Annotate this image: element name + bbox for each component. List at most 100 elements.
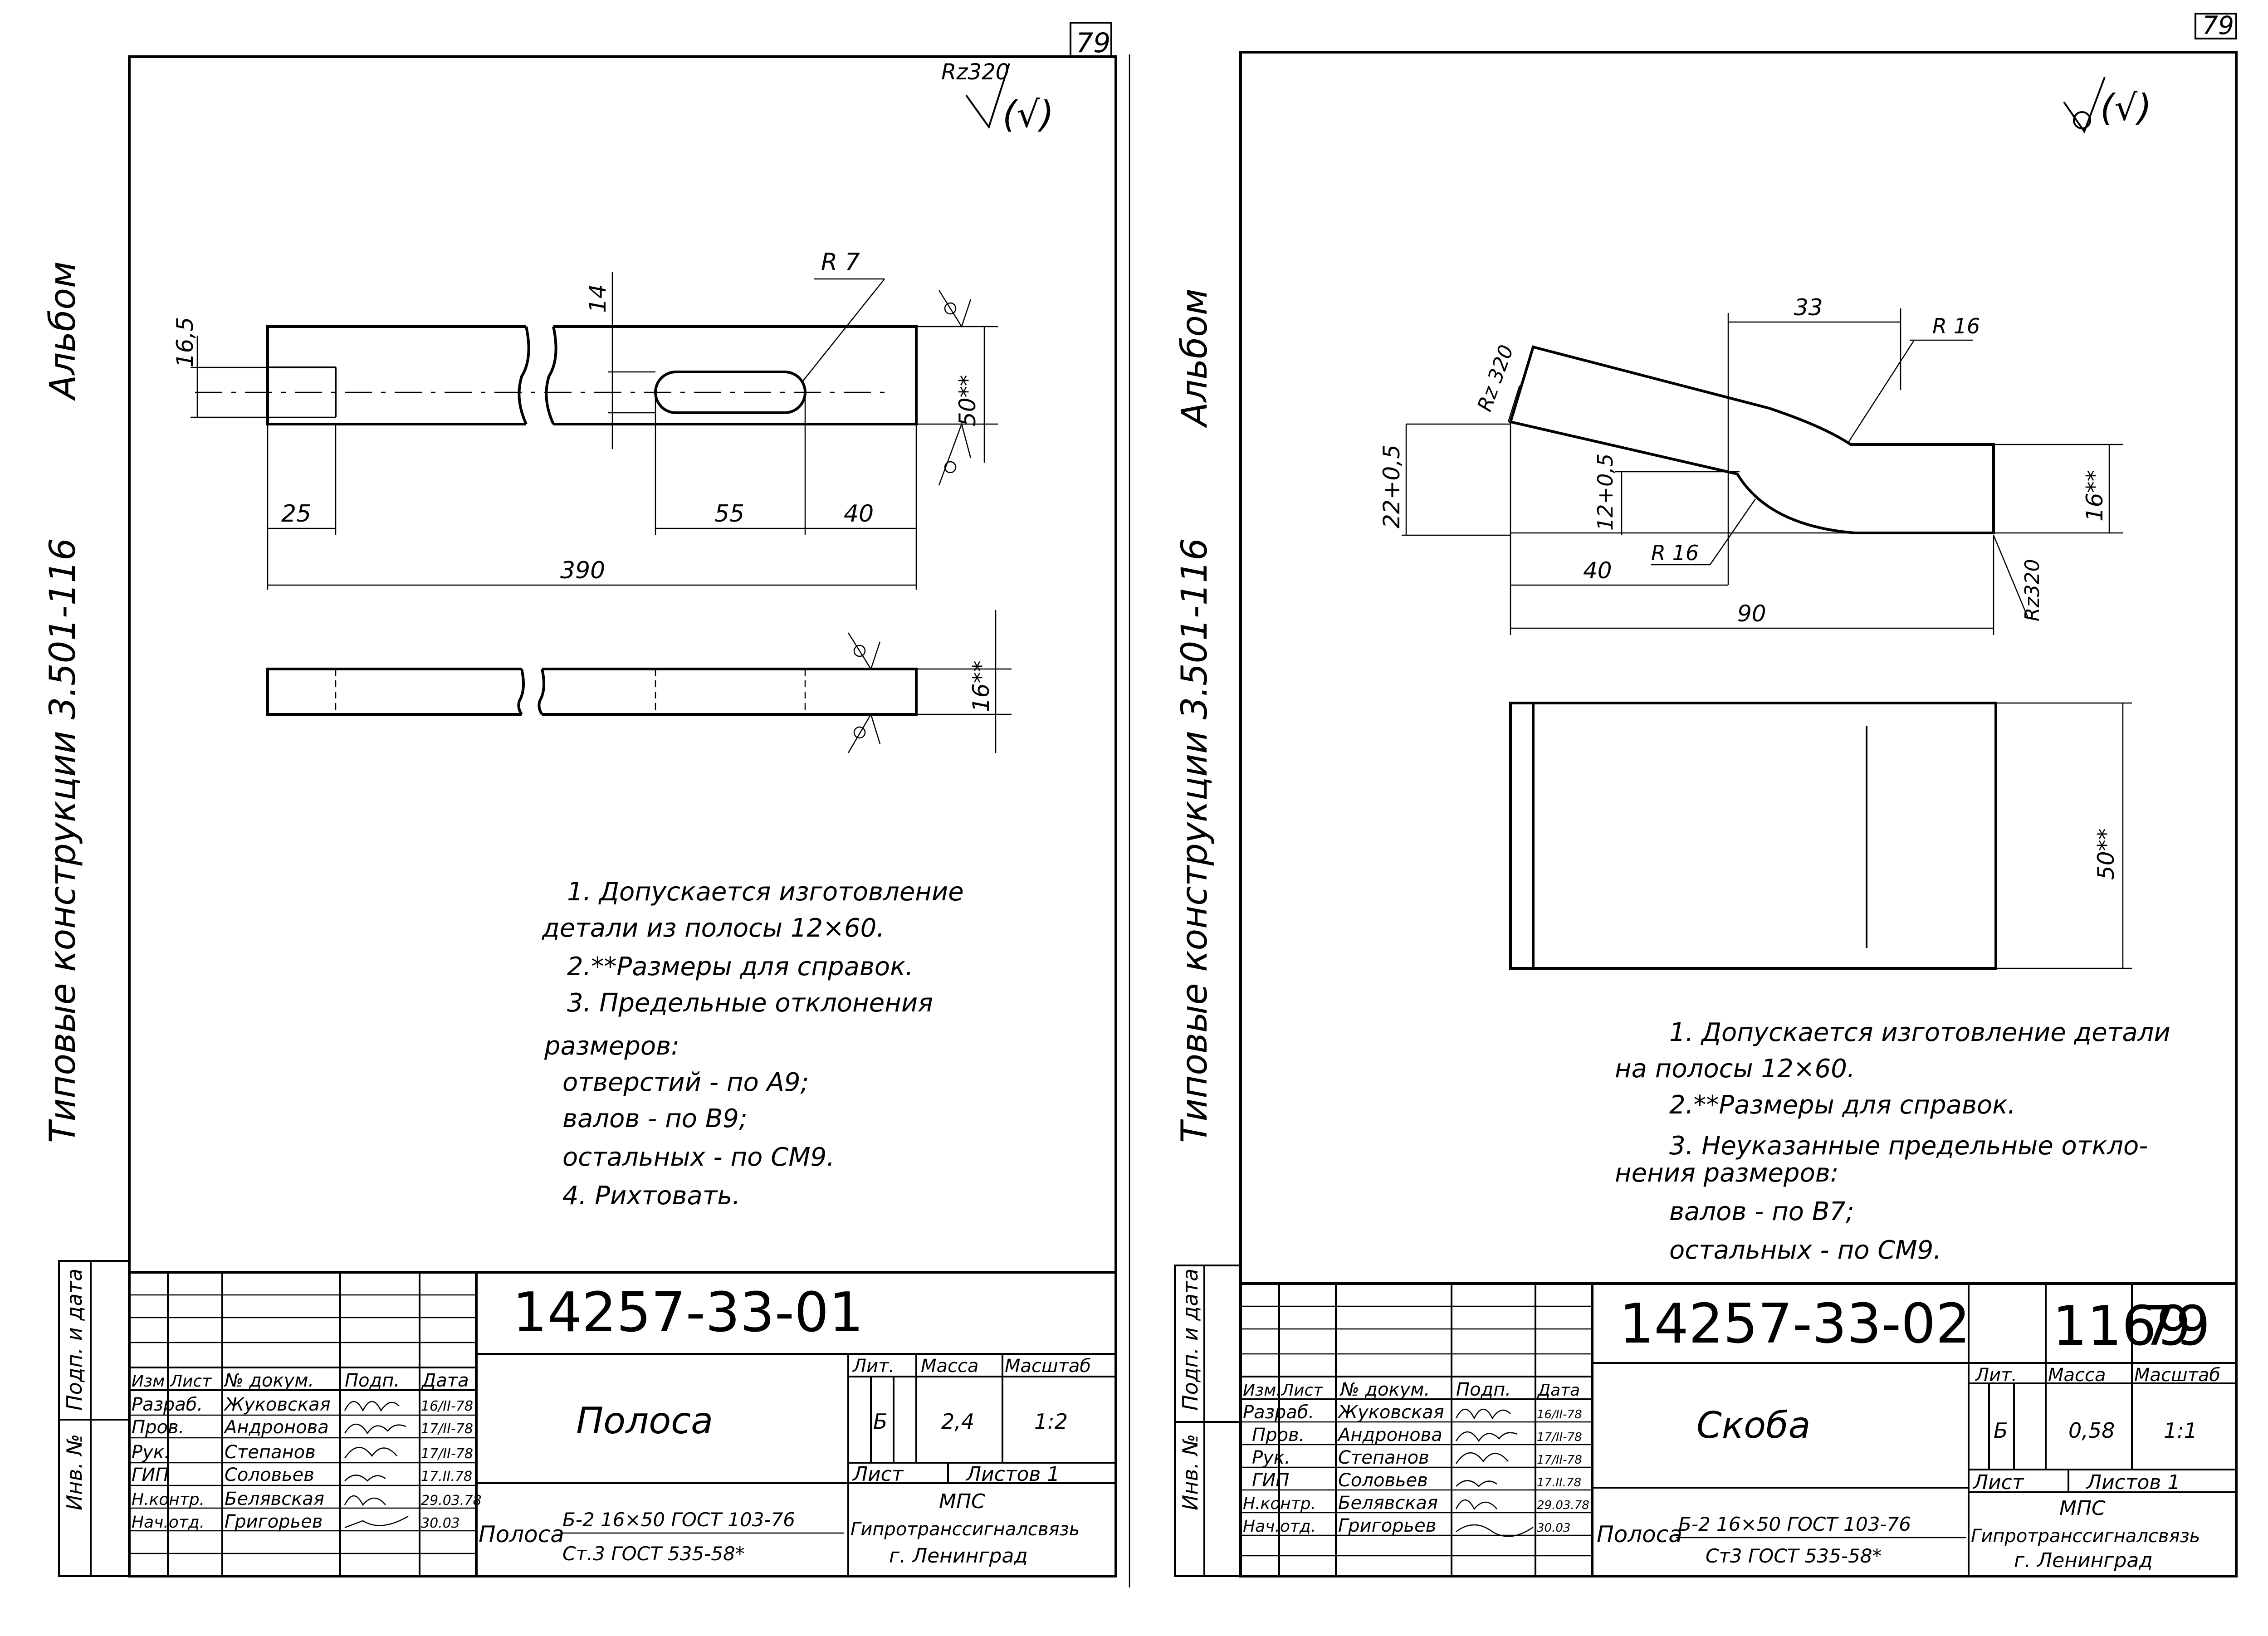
dim-16: 16** — [968, 660, 994, 712]
left-note-4: 3. Предельные отклонения — [567, 988, 933, 1018]
right-h-podp: Подп. — [1456, 1379, 1511, 1400]
dim-16r: 16** — [2082, 470, 2108, 522]
right-material-bottom: Ст3 ГОСТ 535-58* — [1706, 1545, 1882, 1567]
left-doc-number: 14257-33-01 — [513, 1281, 864, 1344]
right-material-top: Б-2 16×50 ГОСТ 103-76 — [1678, 1513, 1911, 1535]
left-date-5: 29.03.78 — [421, 1493, 482, 1509]
left-scale-label: Масштаб — [1005, 1356, 1091, 1377]
left-lit-label: Лит. — [852, 1356, 894, 1377]
left-date-3: 17/II-78 — [421, 1446, 473, 1462]
right-name-4: Соловьев — [1338, 1470, 1428, 1491]
left-org3: г. Ленинград — [889, 1544, 1028, 1568]
right-mass: 0,58 — [2068, 1418, 2115, 1443]
right-h-doc: № докум. — [1339, 1379, 1430, 1400]
right-role-razrab: Разраб. — [1243, 1402, 1314, 1423]
left-mass: 2,4 — [941, 1409, 974, 1434]
left-note-3: 2.**Размеры для справок. — [567, 952, 914, 982]
dim-rz320-b: Rz320 — [2021, 559, 2044, 621]
left-date-6: 30.03 — [421, 1515, 460, 1531]
left-sheet: 79 Типовые конструкции 3.501-116 Альбом … — [43, 22, 1130, 1587]
left-org1: МПС — [939, 1490, 985, 1513]
right-h-izm: Изм. — [1243, 1381, 1281, 1400]
left-sheets-label: Листов 1 — [965, 1463, 1060, 1486]
dim-40: 40 — [844, 500, 874, 527]
left-material-bottom: Ст.3 ГОСТ 535-58* — [562, 1543, 745, 1565]
right-doc-number: 14257-33-02 — [1619, 1293, 1970, 1356]
right-material-word: Полоса — [1597, 1521, 1682, 1548]
right-role-gip: ГИП — [1252, 1470, 1289, 1491]
left-name-2: Андронова — [223, 1417, 329, 1438]
left-material-top: Б-2 16×50 ГОСТ 103-76 — [562, 1509, 795, 1531]
right-date-6: 30.03 — [1537, 1521, 1570, 1535]
right-org2: Гипротранссигналсвязь — [1971, 1526, 2200, 1547]
left-roughness-value: Rz320 — [941, 59, 1009, 85]
right-note-6: валов - по В7; — [1669, 1197, 1854, 1226]
dim-90: 90 — [1737, 601, 1766, 627]
left-role-nachotd: Нач.отд. — [132, 1513, 205, 1532]
right-roughness-small: (√) — [2100, 87, 2151, 129]
dim-40r: 40 — [1583, 557, 1612, 584]
left-role-nkontr: Н.контр. — [132, 1490, 205, 1509]
right-date-4: 17.II.78 — [1537, 1476, 1581, 1489]
left-note-1: 1. Допускается изготовление — [567, 877, 964, 907]
left-part-name: Полоса — [576, 1400, 713, 1442]
left-scale: 1:2 — [1034, 1409, 1068, 1434]
right-date-3: 17/II-78 — [1537, 1453, 1582, 1467]
dim-33: 33 — [1794, 294, 1823, 321]
right-h-data: Дата — [1537, 1381, 1580, 1400]
right-note-5: нения размеров: — [1615, 1158, 1839, 1188]
left-roughness-small: (√) — [1002, 93, 1054, 136]
dim-55: 55 — [714, 500, 744, 527]
right-title-block: Изм. Лист № докум. Подп. Дата Разраб. Пр… — [1239, 1282, 2238, 1577]
right-org3: г. Ленинград — [2014, 1549, 2153, 1572]
right-lit: Б — [1994, 1418, 2008, 1443]
right-scale-label: Масштаб — [2134, 1365, 2220, 1386]
right-role-nachotd: Нач.отд. — [1243, 1517, 1316, 1536]
right-role-ruk: Рук. — [1252, 1447, 1290, 1468]
dim-16-5: 16,5 — [172, 317, 198, 367]
left-date-2: 17/II-78 — [421, 1421, 473, 1437]
left-note-7: валов - по В9; — [562, 1104, 748, 1133]
left-date-1: 16/II-78 — [421, 1398, 473, 1414]
left-material-word: Полоса — [479, 1521, 564, 1548]
right-note-7: остальных - по СМ9. — [1669, 1236, 1941, 1265]
right-sheet-label: Лист — [1972, 1471, 2024, 1494]
right-org1: МПС — [2059, 1497, 2106, 1520]
left-h-podp: Подп. — [345, 1370, 400, 1391]
left-sheet-label: Лист — [852, 1463, 904, 1486]
left-mass-label: Масса — [921, 1356, 979, 1377]
left-h-list: Лист — [169, 1372, 212, 1391]
right-inv-label: Инв. № — [1178, 1434, 1202, 1510]
right-scale: 1:1 — [2164, 1418, 2197, 1443]
dim-14: 14 — [585, 284, 611, 313]
right-note-1: 1. Допускается изготовление детали — [1669, 1018, 2170, 1047]
right-part-name: Скоба — [1696, 1404, 1810, 1446]
left-role-ruk: Рук. — [132, 1442, 170, 1463]
right-date-5: 29.03.78 — [1537, 1499, 1589, 1512]
right-stamp-b: 79 — [2141, 1295, 2210, 1358]
left-notes: 1. Допускается изготовление детали из по… — [542, 877, 964, 1211]
right-role-prov: Пров. — [1252, 1425, 1305, 1446]
right-sheet: 79 Типовые конструкции 3.501-116 Альбом … — [1174, 11, 2238, 1577]
right-notes: 1. Допускается изготовление детали на по… — [1615, 1018, 2170, 1265]
right-date-1: 16/II-78 — [1537, 1408, 1582, 1421]
right-mass-label: Масса — [2048, 1365, 2106, 1386]
left-podp-label: Подп. и дата — [62, 1269, 87, 1411]
dim-390: 390 — [560, 557, 605, 584]
left-role-razrab: Разраб. — [132, 1394, 203, 1415]
left-name-3: Степанов — [225, 1442, 316, 1463]
right-h-list: Лист — [1281, 1381, 1323, 1400]
right-stamp-a: 1169 — [2053, 1295, 2191, 1358]
right-note-4: 3. Неуказанные предельные откло- — [1669, 1131, 2148, 1161]
right-sheets-label: Листов 1 — [2086, 1471, 2180, 1494]
left-note-6: отверстий - по А9; — [562, 1068, 809, 1097]
left-org2: Гипротранссигналсвязь — [850, 1519, 1080, 1540]
left-date-4: 17.II.78 — [421, 1469, 472, 1485]
left-note-9: 4. Рихтовать. — [562, 1181, 740, 1211]
left-lit: Б — [873, 1409, 888, 1434]
left-spine-album: Альбом — [43, 261, 83, 401]
dim-50: 50** — [954, 375, 981, 426]
left-note-2: детали из полосы 12×60. — [542, 913, 885, 943]
dim-r16-bot: R 16 — [1651, 541, 1699, 565]
